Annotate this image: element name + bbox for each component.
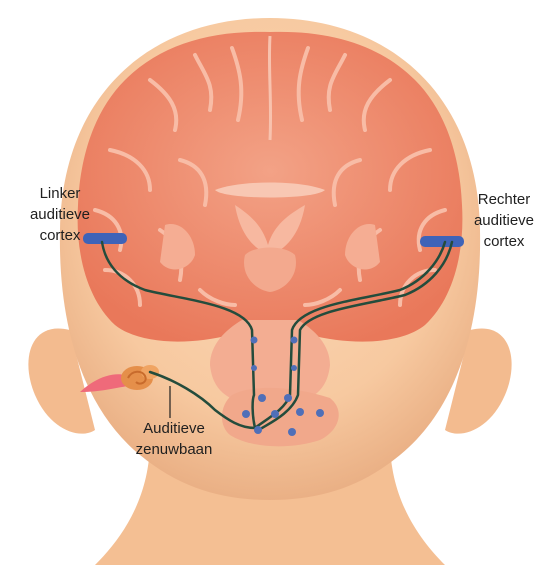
label-line: auditieve (8, 204, 112, 225)
label-line: cortex (468, 231, 540, 252)
right-auditory-cortex-label: Rechter auditieve cortex (468, 189, 540, 252)
nucleus-dot (288, 428, 296, 436)
label-line: Auditieve (114, 418, 234, 439)
auditory-nerve-label: Auditieve zenuwbaan (114, 418, 234, 460)
nucleus-dot (296, 408, 304, 416)
label-line: auditieve (468, 210, 540, 231)
nucleus-dot (251, 365, 257, 371)
nucleus-dot (254, 426, 262, 434)
nucleus-dot (284, 394, 292, 402)
left-auditory-cortex-label: Linker auditieve cortex (8, 183, 112, 246)
nucleus-dot (291, 365, 297, 371)
nucleus-dot (258, 394, 266, 402)
nucleus-dot (242, 410, 250, 418)
nucleus-dot (316, 409, 324, 417)
midline-fissure (269, 36, 270, 140)
nucleus-dot (251, 337, 258, 344)
nucleus-dot (291, 337, 298, 344)
label-line: cortex (8, 225, 112, 246)
nucleus-dot (271, 410, 279, 418)
label-line: Rechter (468, 189, 540, 210)
right-auditory-cortex (420, 236, 464, 247)
label-line: zenuwbaan (114, 439, 234, 460)
label-line: Linker (8, 183, 112, 204)
